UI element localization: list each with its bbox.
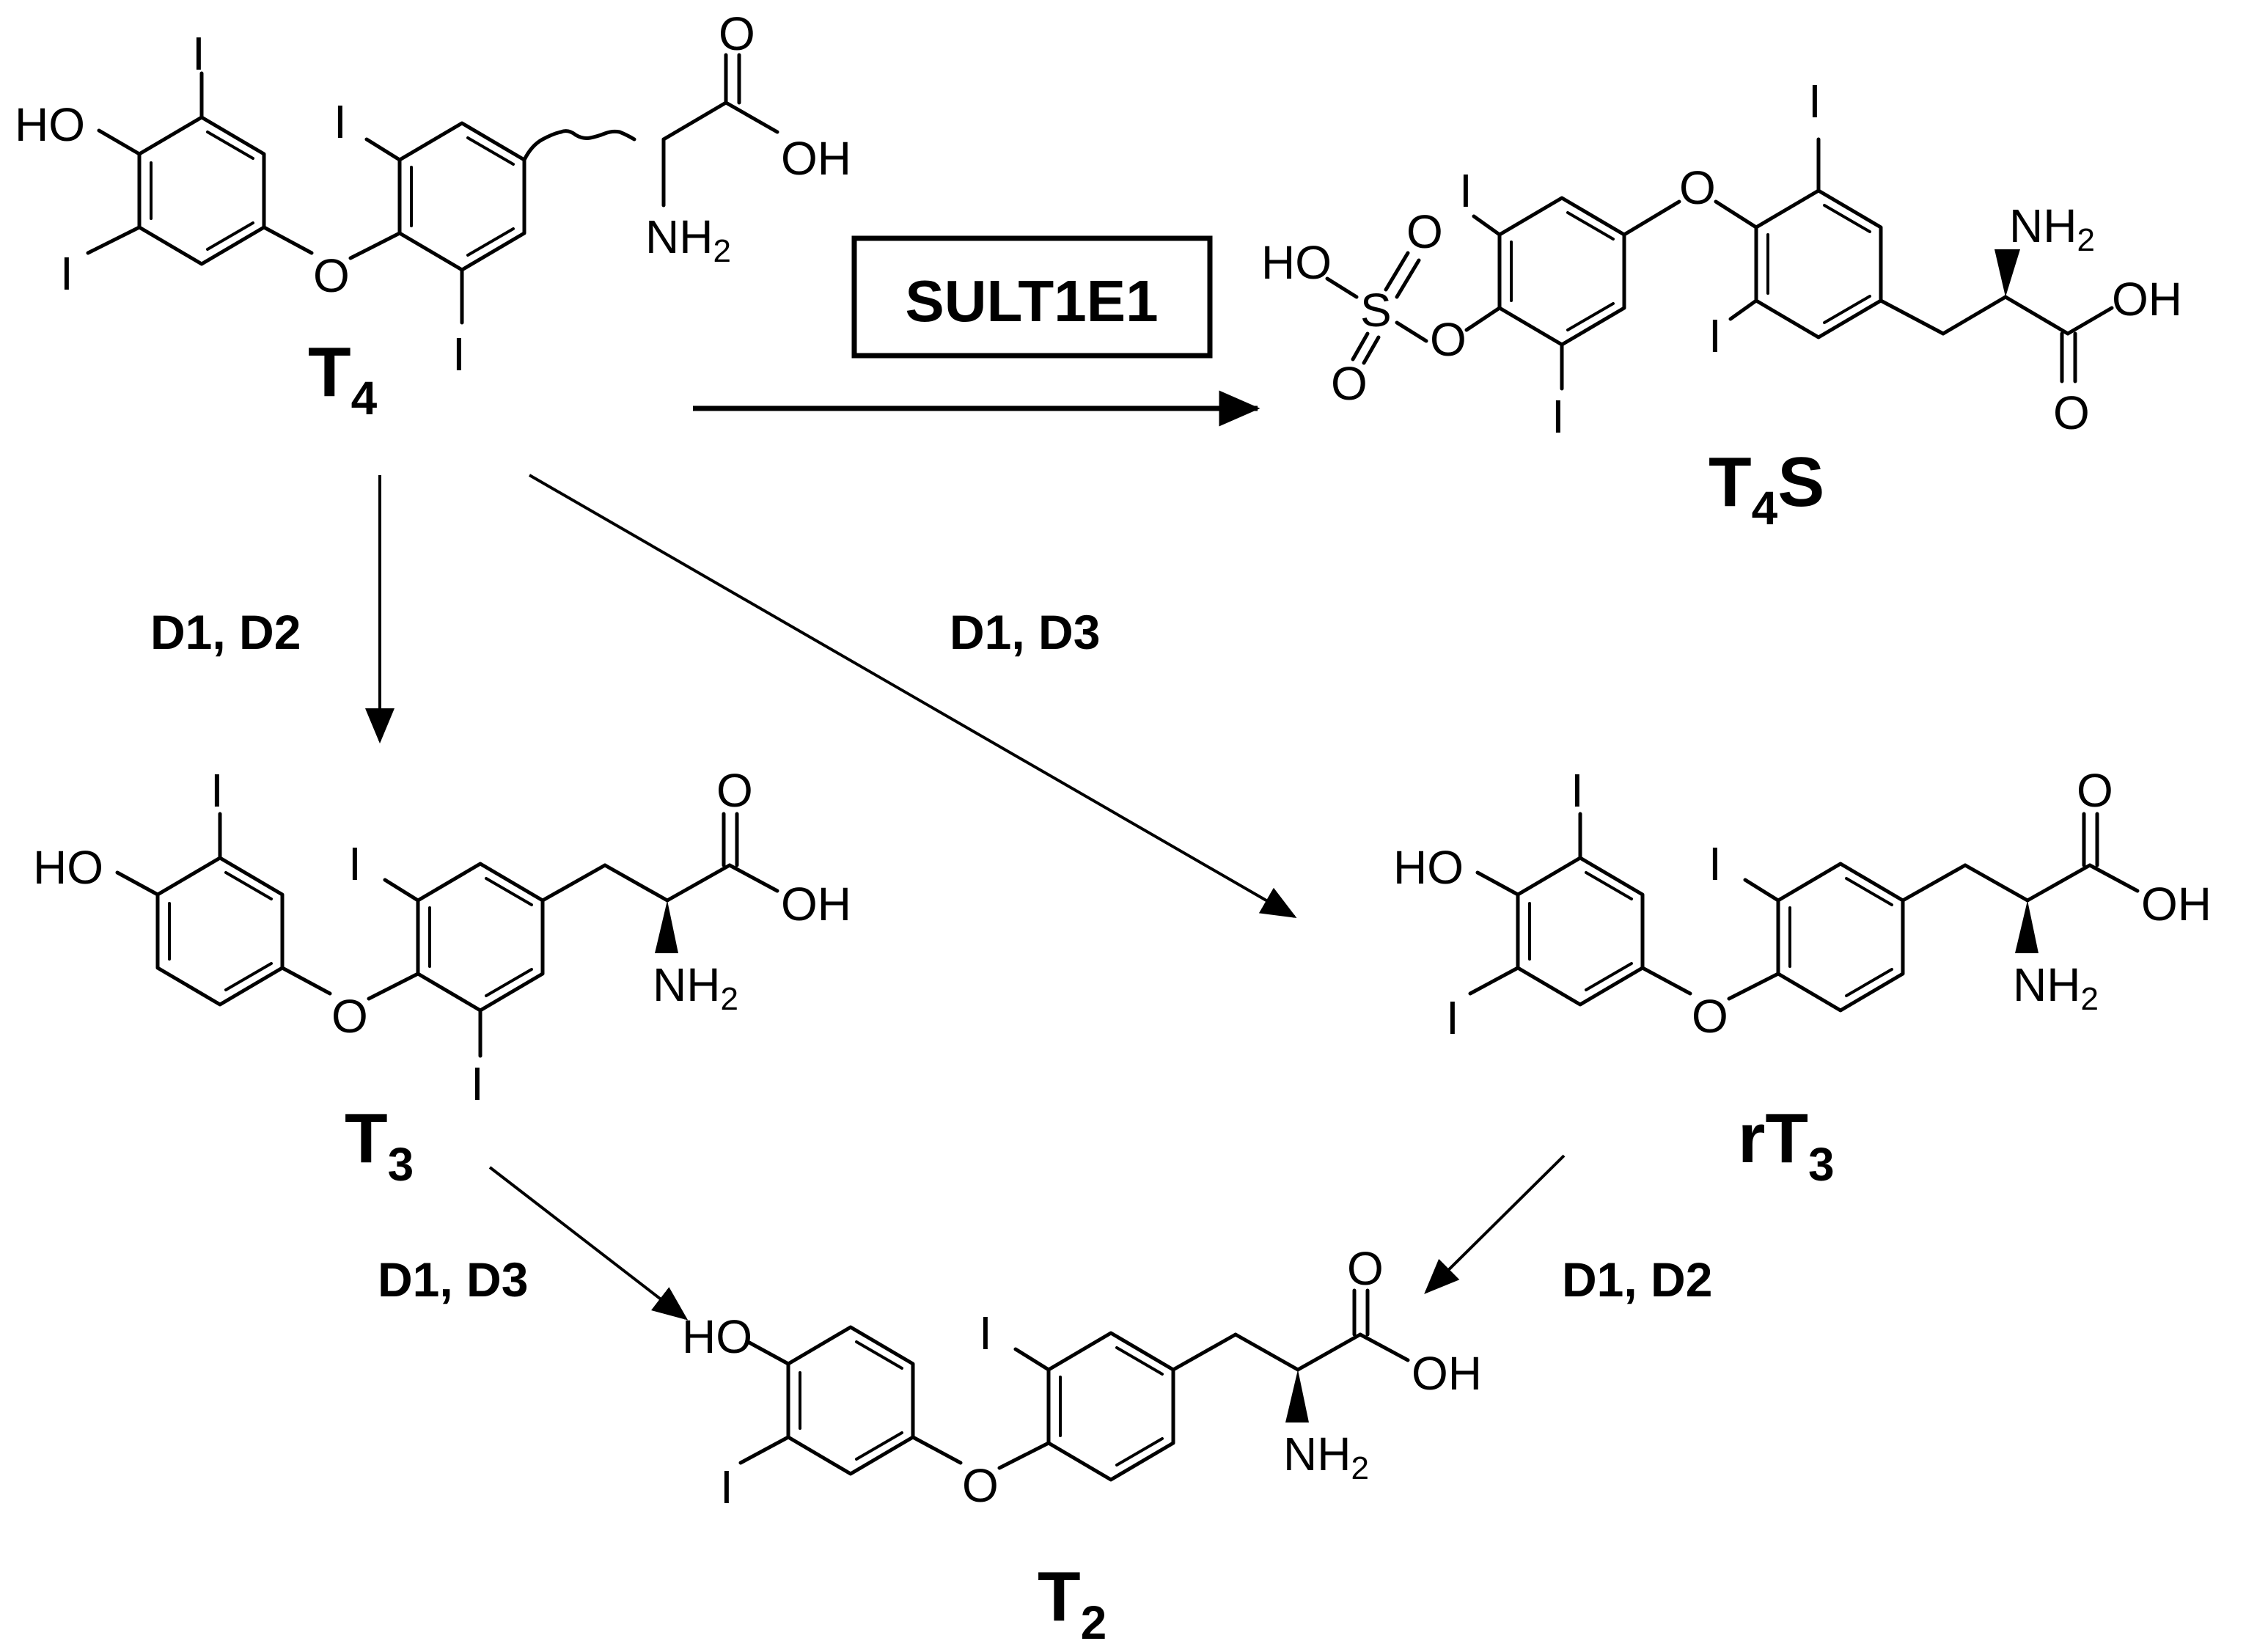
t2-structure: HO I O I NH2 OH O — [682, 1242, 1482, 1513]
t3-wedge-bond — [655, 900, 678, 953]
t2-iodine-2: I — [979, 1307, 992, 1359]
t4s-iodine-4: I — [1709, 309, 1722, 362]
arrow-t3-to-t2 — [488, 1166, 689, 1321]
t2-carboxyl-oh: OH — [1412, 1347, 1482, 1400]
t4-iodine-3: I — [334, 95, 347, 148]
t4s-structure: HO S O O O I I O I I — [1261, 75, 2182, 443]
t3-iodine-2: I — [348, 837, 362, 890]
t3-structure: I HO O I I NH2 OH O — [33, 764, 851, 1110]
t4s-carboxyl-oh: OH — [2112, 273, 2182, 326]
t3-ether-oxygen: O — [331, 990, 368, 1043]
t4-iodine-1: I — [192, 27, 205, 80]
t4-hydroxyl: HO — [15, 98, 85, 151]
t4-label: T4 — [308, 333, 378, 425]
t2-wedge-bond — [1285, 1370, 1309, 1422]
rt3-iodine-1: I — [1571, 764, 1584, 817]
t2-ether-oxygen: O — [962, 1459, 999, 1512]
rt3-carboxyl-oh: OH — [2141, 878, 2212, 930]
t4-carboxyl-oh: OH — [781, 132, 851, 185]
t4-iodine-2: I — [60, 247, 73, 300]
t2-iodine-1: I — [720, 1461, 733, 1513]
t2-carbonyl-oxygen: O — [1347, 1242, 1384, 1295]
t4s-sulfate-o-bottom: O — [1331, 357, 1368, 410]
t4-carbonyl-oxygen: O — [719, 7, 755, 60]
rt3-amine: NH2 — [2013, 958, 2099, 1017]
t3-label: T3 — [345, 1099, 414, 1191]
t4s-wedge-bond — [1994, 249, 2020, 297]
t4-ether-oxygen: O — [313, 249, 350, 302]
rt3-carbonyl-oxygen: O — [2077, 764, 2113, 817]
t4s-label: T4S — [1709, 443, 1824, 535]
t3-iodine-1: I — [210, 764, 224, 817]
enzyme-rt3-to-t2: D1, D2 — [1562, 1252, 1712, 1307]
t3-hydroxyl: HO — [33, 841, 103, 894]
enzyme-t4-to-rt3: D1, D3 — [950, 605, 1100, 659]
t3-amine: NH2 — [653, 958, 738, 1017]
t4s-sulfate-o-bridge: O — [1430, 313, 1467, 366]
rt3-hydroxyl: HO — [1393, 841, 1464, 894]
t4s-amine: NH2 — [2009, 199, 2095, 258]
arrow-rt3-to-t2 — [1424, 1154, 1566, 1294]
rt3-ether-oxygen: O — [1692, 990, 1728, 1043]
enzyme-t3-to-t2: D1, D3 — [378, 1252, 528, 1307]
sult-enzyme-label: SULT1E1 — [905, 268, 1158, 334]
rt3-wedge-bond — [2015, 900, 2038, 953]
t4s-carbonyl-oxygen: O — [2053, 386, 2090, 439]
t4s-iodine-3: I — [1808, 75, 1821, 128]
rt3-structure: I HO I O I NH2 OH O — [1393, 764, 2212, 1044]
sult-enzyme-box — [851, 235, 1213, 359]
t4-iodine-4: I — [452, 328, 466, 381]
t4s-sulfur: S — [1360, 284, 1392, 337]
t4s-iodine-2: I — [1552, 390, 1565, 443]
rt3-iodine-2: I — [1446, 991, 1459, 1044]
t4s-sulfate-o-top: O — [1406, 205, 1443, 258]
rt3-iodine-3: I — [1709, 837, 1722, 890]
t3-iodine-3: I — [471, 1057, 484, 1110]
t4s-ether-oxygen: O — [1679, 161, 1716, 214]
t3-carboxyl-oh: OH — [781, 878, 851, 930]
t4-structure: I HO I O I I O OH NH2 — [15, 7, 851, 381]
t2-amine: NH2 — [1283, 1428, 1369, 1486]
arrow-t4-to-rt3 — [529, 474, 1297, 918]
t2-label: T2 — [1038, 1557, 1107, 1649]
enzyme-t4-to-t3: D1, D2 — [150, 605, 301, 659]
t3-carbonyl-oxygen: O — [716, 764, 753, 817]
t4s-iodine-1: I — [1459, 164, 1472, 217]
t2-hydroxyl: HO — [682, 1310, 752, 1363]
rt3-label: rT3 — [1738, 1099, 1835, 1191]
t4s-sulfate-ho: HO — [1261, 236, 1332, 289]
t4-amine: NH2 — [645, 210, 731, 269]
